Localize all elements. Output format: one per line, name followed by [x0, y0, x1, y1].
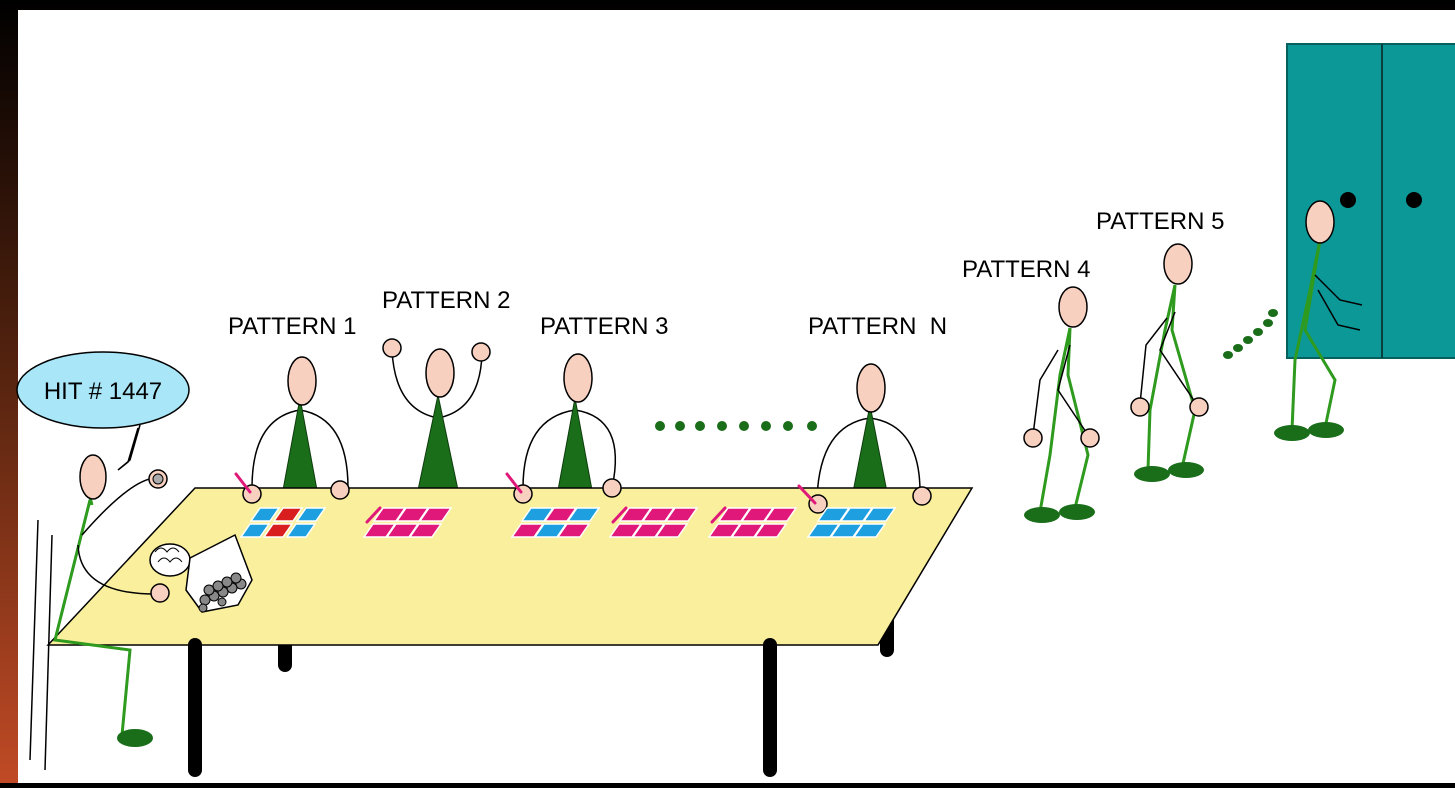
- ellipsis-dots-table: [655, 421, 817, 431]
- experimenter: [29, 454, 170, 771]
- pattern-card-1: [239, 507, 327, 538]
- door: [1286, 43, 1455, 359]
- pattern-card-3: [510, 507, 601, 538]
- ellipsis-dots-path: [1223, 309, 1278, 359]
- pattern-card-4: [608, 507, 699, 538]
- label-pattern-4: PATTERN 4: [962, 256, 1090, 283]
- marble-jar-icon: [149, 533, 253, 613]
- participant-n: [816, 363, 921, 499]
- speech-bubble-text: HIT # 1447: [44, 378, 162, 405]
- door-knob-right: [1406, 192, 1422, 208]
- participant-2: [382, 338, 491, 491]
- label-pattern-3: PATTERN 3: [540, 313, 668, 340]
- participant-1: [251, 356, 349, 491]
- speech-bubble: HIT # 1447: [16, 351, 190, 471]
- walking-figure-5: [1130, 243, 1209, 482]
- door-knob-left: [1340, 192, 1356, 208]
- walking-figure-4: [1023, 286, 1100, 523]
- exiting-figure: [1274, 200, 1363, 441]
- label-pattern-5: PATTERN 5: [1096, 208, 1224, 235]
- label-pattern-2: PATTERN 2: [382, 287, 510, 314]
- pattern-card-5: [707, 507, 798, 538]
- pattern-card-2: [362, 507, 453, 538]
- label-pattern-n: PATTERN N: [808, 313, 947, 340]
- canvas: [18, 10, 1455, 783]
- label-pattern-1: PATTERN 1: [228, 313, 356, 340]
- pattern-card-n: [806, 507, 897, 538]
- pens: [234, 472, 817, 524]
